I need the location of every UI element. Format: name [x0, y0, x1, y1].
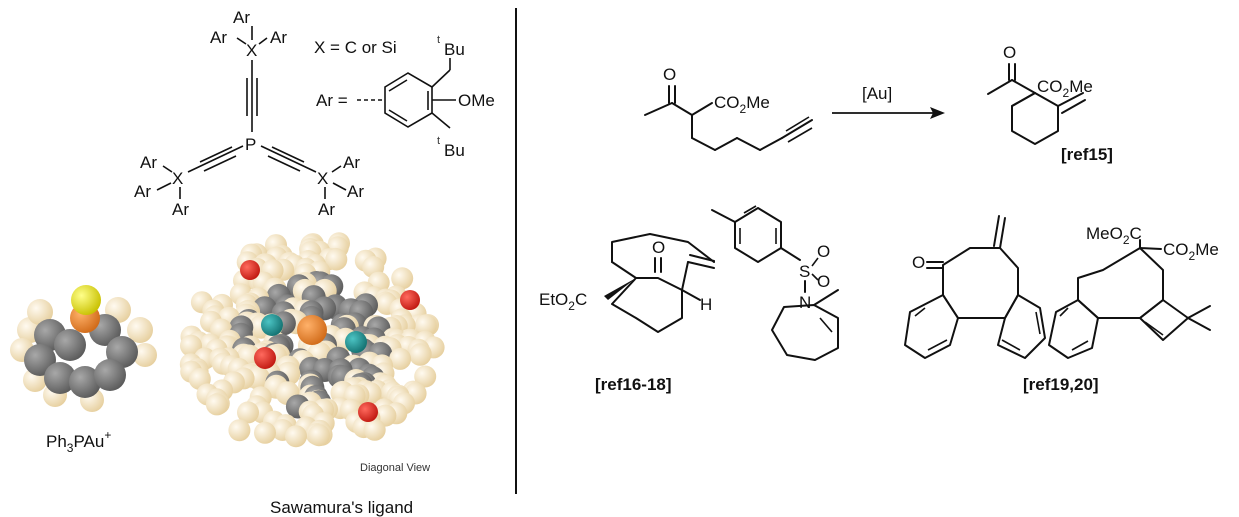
- co2me-label: CO2Me: [1163, 240, 1219, 263]
- ar-label: Ar: [343, 153, 360, 172]
- oxygen-atom: O: [652, 238, 665, 257]
- tbu-top-label: Bu: [444, 40, 465, 59]
- bicyclic-ketone-structure: O H EtO2C: [539, 233, 715, 333]
- ar-definition-label: Ar =: [316, 91, 348, 110]
- cyclobutene-fused-structure: MeO2C CO2Me: [1048, 224, 1219, 359]
- ar-label: Ar: [318, 200, 335, 219]
- atom-sphere: [237, 401, 259, 424]
- ar-label: Ar: [270, 28, 287, 47]
- reaction-arrow: [Au]: [832, 84, 945, 119]
- phosphorus-atom: P: [245, 135, 256, 154]
- atom-sphere: [400, 290, 420, 310]
- oxygen-atom: O: [912, 253, 925, 272]
- atom-sphere: [261, 314, 283, 336]
- ar-label: Ar: [140, 153, 157, 172]
- product-structure: O CO2Me: [987, 43, 1093, 145]
- sawamura-space-filling-model: [179, 232, 445, 448]
- atom-sphere: [363, 418, 386, 441]
- sulfur-atom: S: [799, 262, 810, 281]
- co2me-label: CO2Me: [714, 93, 770, 116]
- atom-sphere: [285, 425, 307, 448]
- meo2c-label: MeO2C: [1086, 224, 1142, 247]
- x-definition: X = C or Si: [314, 38, 397, 57]
- atom-sphere: [414, 365, 437, 388]
- co2me-label: CO2Me: [1037, 77, 1093, 100]
- ar-definition: X = C or Si Ar = t Bu OMe t Bu: [314, 34, 495, 160]
- atom-sphere: [345, 331, 367, 353]
- ar-label: Ar: [233, 8, 250, 27]
- ref15-label: [ref15]: [1061, 145, 1113, 164]
- atom-sphere: [297, 315, 327, 345]
- hydrogen-atom: H: [700, 295, 712, 314]
- reactant-structure: O CO2Me: [644, 65, 813, 151]
- atom-sphere: [325, 248, 348, 271]
- x-atom-top: X: [246, 41, 257, 60]
- tbu-bottom-label: Bu: [444, 141, 465, 160]
- ome-label: OMe: [458, 91, 495, 110]
- tbu-superscript: t: [437, 135, 440, 147]
- oxygen-atom: O: [663, 65, 676, 84]
- x-atom-right: X: [317, 169, 328, 188]
- atom-sphere: [228, 419, 251, 442]
- atom-sphere: [254, 347, 276, 369]
- ref19-20-label: [ref19,20]: [1023, 375, 1099, 394]
- atom-sphere: [180, 334, 202, 357]
- atom-sphere: [414, 314, 437, 337]
- dibenzocyclooctenone-structure: O: [904, 215, 1046, 359]
- ar-label: Ar: [210, 28, 227, 47]
- diagonal-view-label: Diagonal View: [360, 462, 430, 474]
- atom-sphere: [409, 343, 432, 366]
- ph3pau-space-filling-model: [10, 285, 157, 412]
- atom-sphere: [389, 347, 412, 370]
- atom-sphere: [391, 267, 414, 290]
- atom-sphere: [205, 393, 228, 416]
- ar-label: Ar: [134, 182, 151, 201]
- atom-sphere: [358, 402, 378, 422]
- ar-label: Ar: [347, 182, 364, 201]
- x-atom-left: X: [172, 169, 183, 188]
- sawamura-ligand-structure: Ar Ar Ar X P X Ar Ar Ar X Ar Ar Ar: [134, 8, 364, 219]
- ar-label: Ar: [172, 200, 189, 219]
- atom-sphere: [240, 260, 260, 280]
- ref16-18-label: [ref16-18]: [595, 375, 672, 394]
- ph3pau-caption: Ph3PAu+: [46, 428, 111, 455]
- atom-sphere: [254, 421, 276, 444]
- gold-catalyst-label: [Au]: [862, 84, 892, 103]
- oxygen-atom: O: [1003, 43, 1016, 62]
- atom-sphere: [308, 424, 330, 447]
- sawamura-caption: Sawamura's ligand: [270, 498, 413, 517]
- oxygen-atom: O: [817, 242, 830, 261]
- nitrogen-atom: N: [799, 293, 811, 312]
- tosyl-enamine-structure: S O O N: [711, 205, 839, 361]
- oxygen-atom: O: [817, 272, 830, 291]
- tbu-superscript: t: [437, 34, 440, 46]
- eto2c-label: EtO2C: [539, 290, 587, 313]
